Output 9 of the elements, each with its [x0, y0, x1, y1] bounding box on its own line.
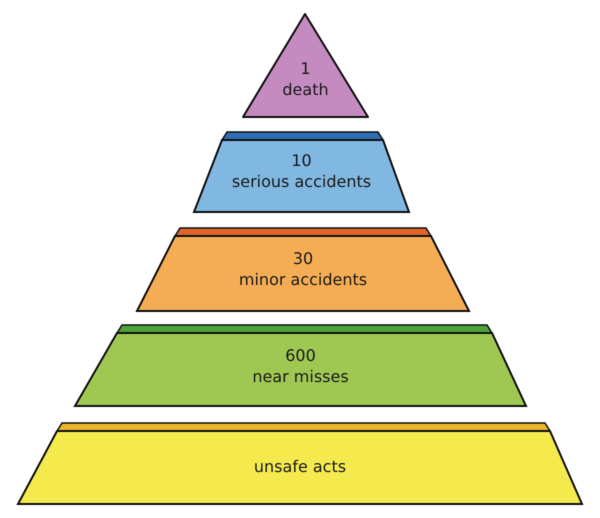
tier-label: 1 [300, 58, 311, 79]
tier-label: unsafe acts [254, 456, 346, 477]
tier-label: serious accidents [232, 171, 372, 192]
tier-label: 10 [291, 150, 312, 171]
tier-label: 600 [285, 345, 316, 366]
tier-label: 30 [292, 248, 314, 269]
tier-label: death [282, 79, 329, 100]
tier-label: near misses [252, 366, 349, 387]
tier-label: minor accidents [238, 269, 368, 290]
